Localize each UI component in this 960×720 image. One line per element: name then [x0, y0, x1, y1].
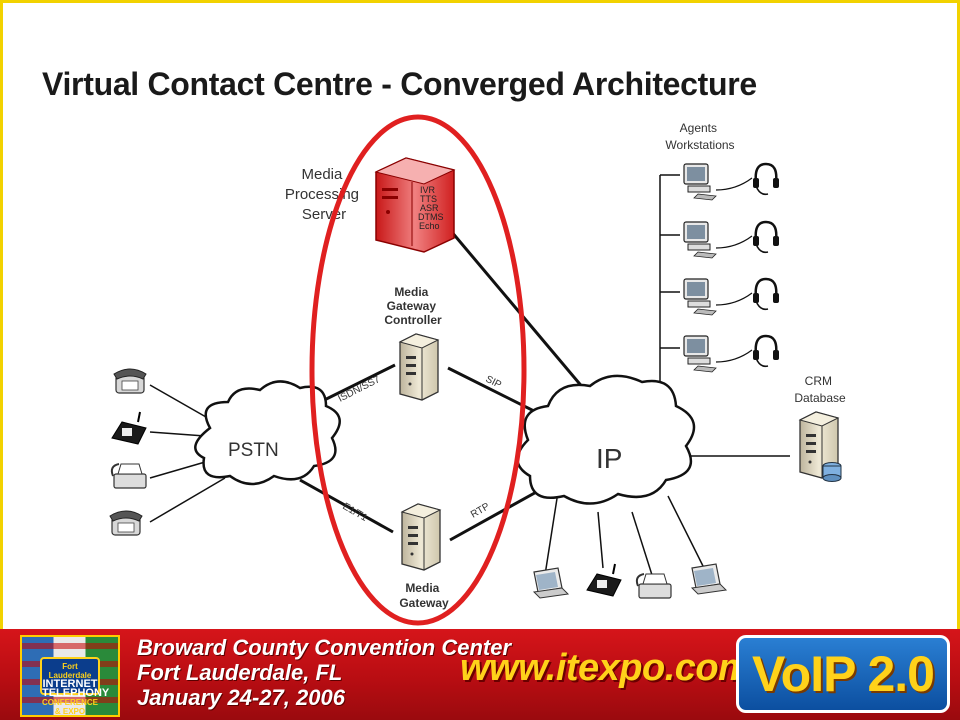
- agent-workstation-3: [683, 277, 781, 316]
- media-processing-server-icon: [374, 157, 456, 253]
- conference-logo: Fort Lauderdale INTERNET TELEPHONY CONFE…: [20, 635, 120, 717]
- ip-cordless-phone-icon: [586, 563, 622, 597]
- headset-icon: [751, 162, 781, 196]
- link-rtp: [449, 488, 541, 542]
- venue-city: Fort Lauderdale, FL: [137, 660, 343, 685]
- highlight-ellipse: [309, 114, 527, 626]
- media-gateway-controller-server-icon: [399, 333, 439, 401]
- headset-icon: [751, 334, 781, 368]
- pstn-label: PSTN: [228, 440, 279, 461]
- pstn-desk-phone-icon: [113, 368, 147, 394]
- pstn-cloud-icon: [194, 380, 341, 486]
- link-sip: [447, 366, 549, 420]
- ip-cloud-icon: [516, 374, 696, 505]
- slide-title: Virtual Contact Centre - Converged Archi…: [42, 66, 757, 102]
- label-e1-t1: E1/T1: [341, 501, 370, 524]
- workstation-icon: [683, 278, 717, 316]
- itexpo-logo-badge: Fort Lauderdale INTERNET TELEPHONY CONFE…: [40, 657, 109, 716]
- svg-text:IVR: IVR: [420, 185, 436, 195]
- conference-banner: Fort Lauderdale INTERNET TELEPHONY CONFE…: [0, 629, 960, 720]
- event-dates: January 24-27, 2006: [137, 685, 345, 710]
- ip-laptop-icon: [533, 567, 569, 599]
- venue-info: Broward County Convention Center Fort La…: [137, 635, 511, 710]
- venue-name: Broward County Convention Center: [137, 635, 512, 660]
- agent-workstation-4: [683, 334, 781, 373]
- workstation-icon: [683, 163, 717, 201]
- headset-icon: [751, 220, 781, 254]
- svg-text:Echo: Echo: [419, 221, 440, 231]
- website-link[interactable]: www.itexpo.com: [460, 647, 752, 689]
- media-gateway-label: Media Gateway: [399, 581, 449, 610]
- svg-text:DTMS: DTMS: [418, 212, 444, 222]
- pstn-desk-phone-icon-2: [109, 510, 143, 536]
- crm-database-server-icon: [799, 411, 842, 482]
- agent-workstation-1: [683, 162, 781, 201]
- ip-laptop-icon-2: [691, 563, 727, 595]
- voip-logo: VoIP 2.0: [736, 635, 950, 713]
- ip-label: IP: [596, 443, 622, 474]
- svg-text:TTS: TTS: [420, 194, 437, 204]
- svg-text:ASR: ASR: [420, 203, 439, 213]
- architecture-diagram: ISDN/SS7 SIP E1/T1 RTP PSTN IP Agents Wo…: [109, 114, 846, 626]
- workstation-icon: [683, 221, 717, 259]
- media-gateway-server-icon: [401, 503, 441, 571]
- agent-workstation-2: [683, 220, 781, 259]
- ip-fax-icon: [635, 573, 672, 599]
- agents-label: Agents Workstations: [665, 121, 734, 152]
- crm-label: CRM Database: [794, 374, 846, 405]
- link-e1-t1: [299, 478, 394, 534]
- workstation-icon: [683, 335, 717, 373]
- headset-icon: [751, 277, 781, 311]
- pstn-cordless-phone-icon: [111, 411, 147, 445]
- media-gateway-controller-label: Media Gateway Controller: [384, 285, 442, 327]
- pstn-fax-icon: [110, 463, 147, 489]
- media-processing-functions: IVR TTS ASR DTMS Echo: [418, 185, 444, 231]
